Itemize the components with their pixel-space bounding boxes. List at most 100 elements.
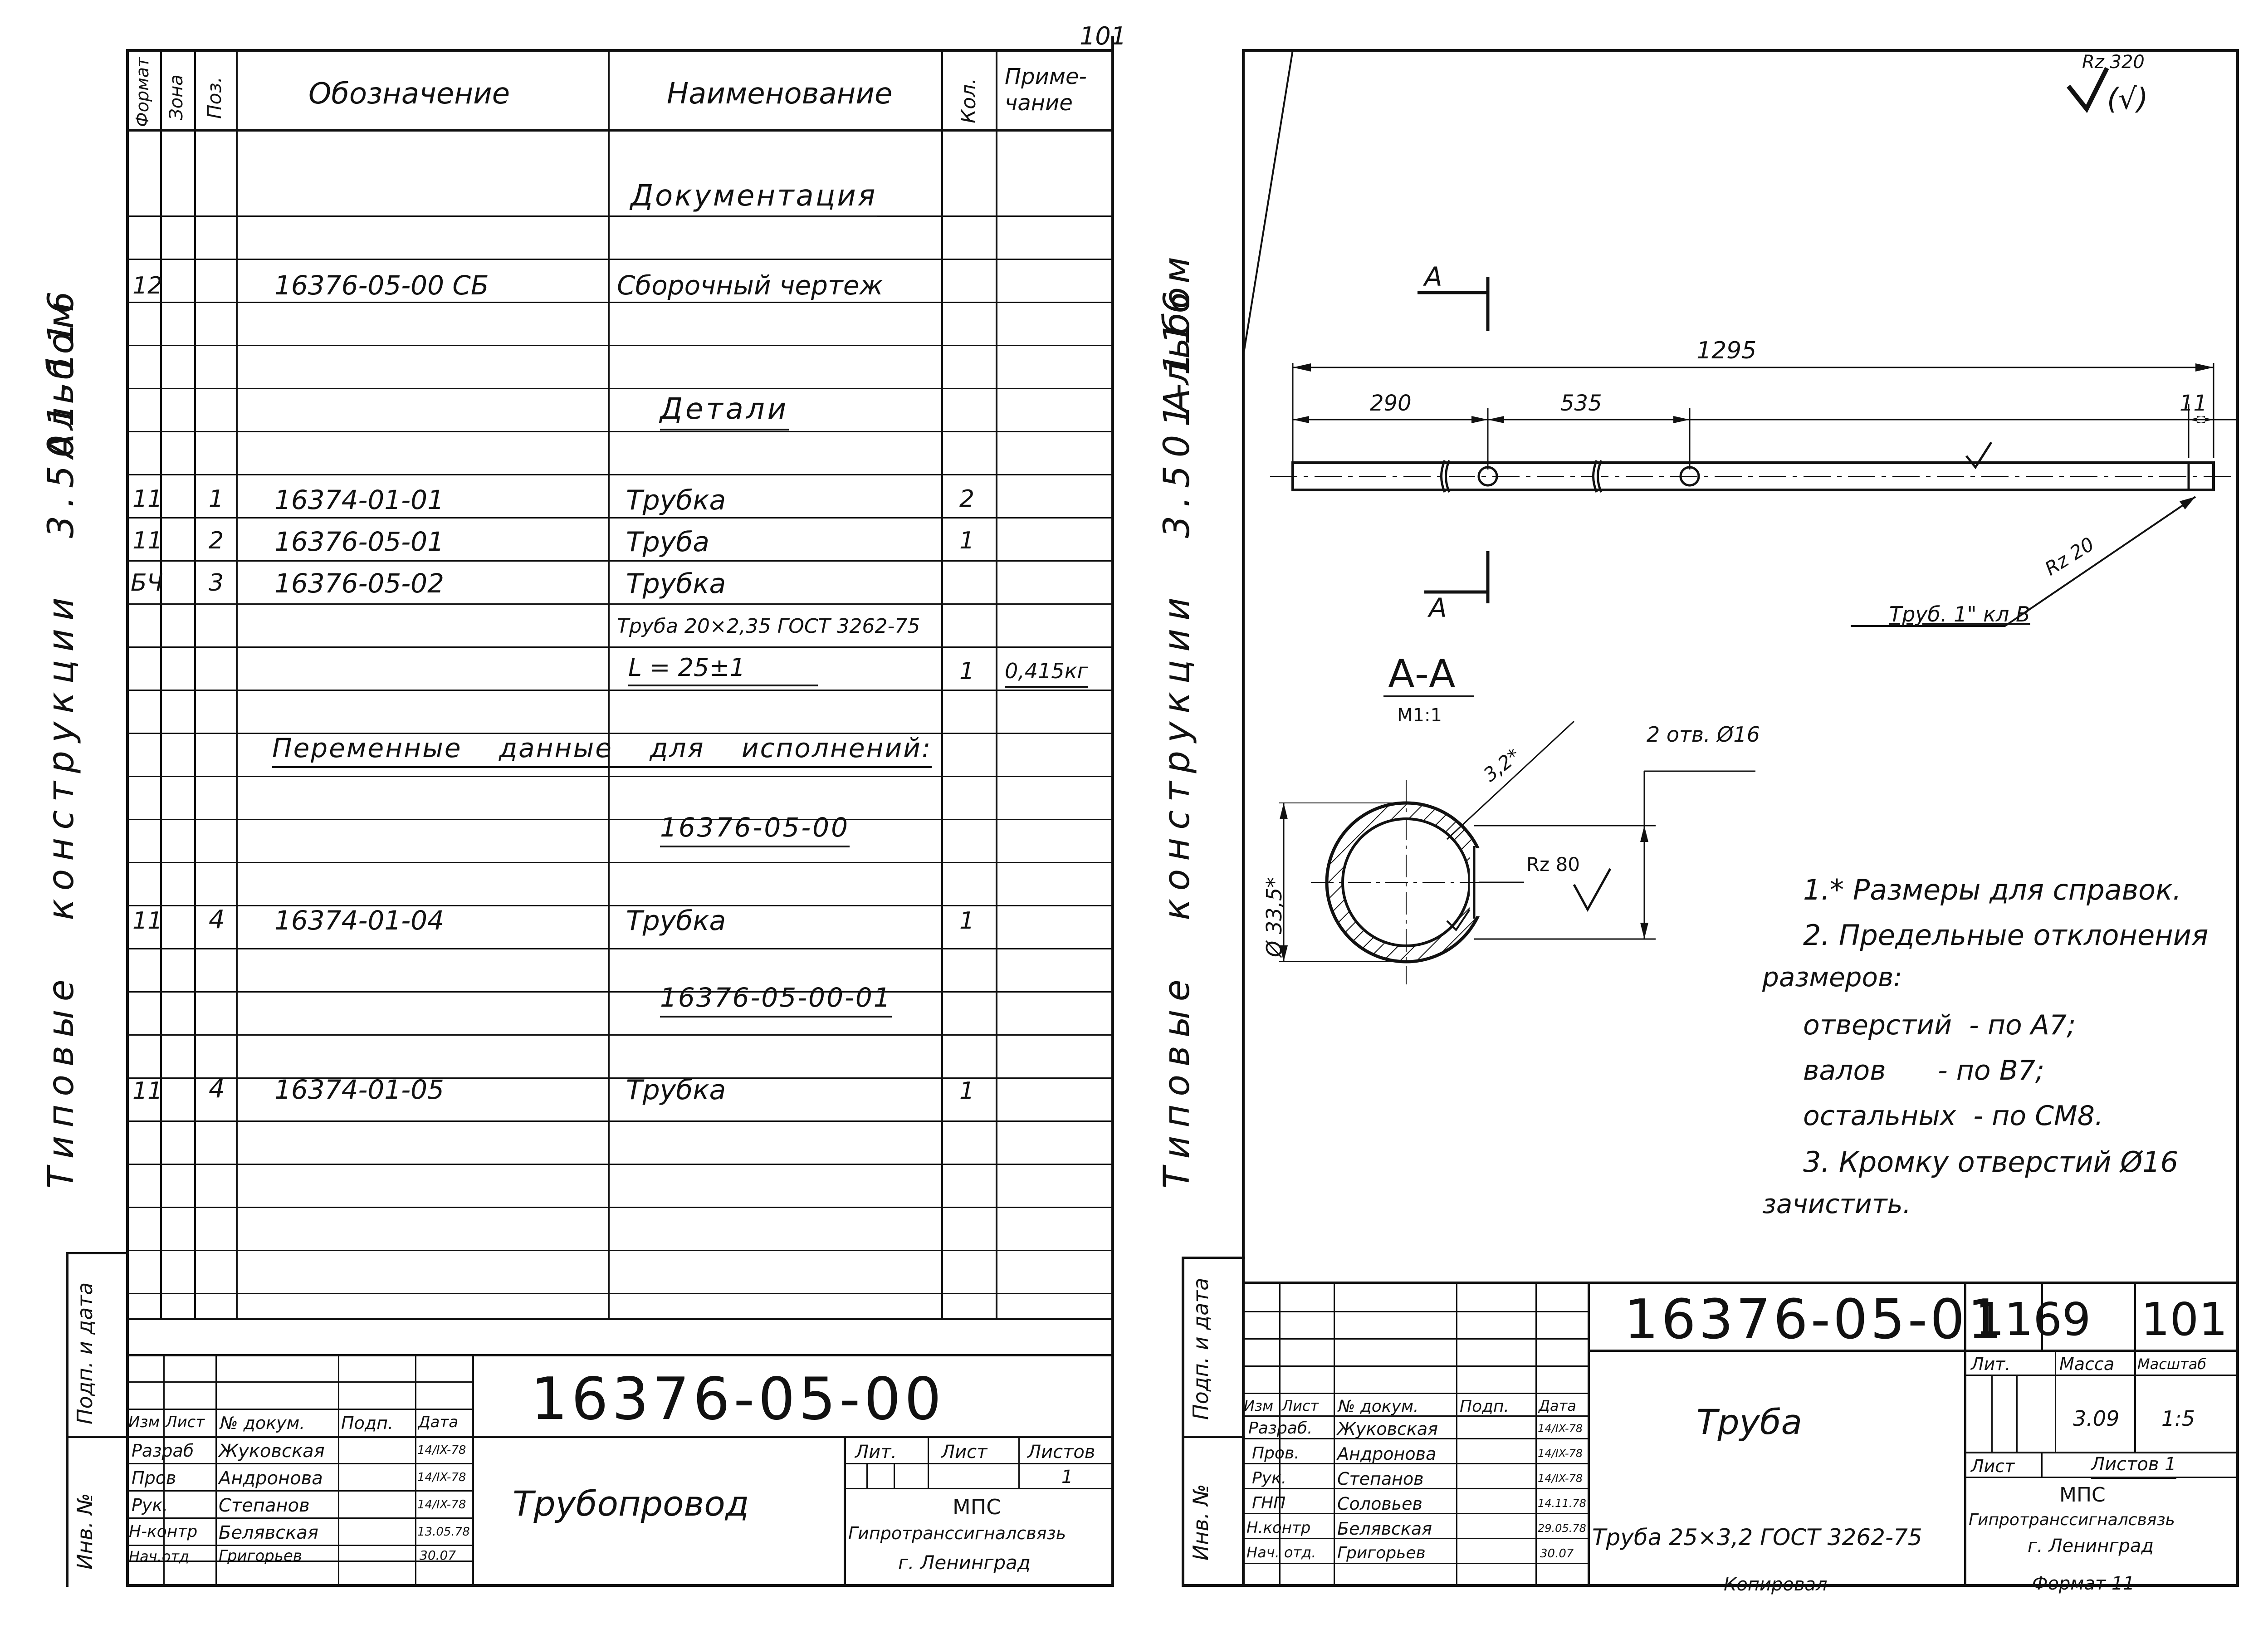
right-col-date: Дата bbox=[1539, 1397, 1576, 1414]
dim-11: 11 bbox=[2180, 391, 2207, 416]
length-qty: 1 bbox=[959, 658, 975, 685]
parts-row-3-pos: 3 bbox=[209, 569, 224, 597]
right-role-5: Н.контр bbox=[1246, 1519, 1311, 1537]
pipe-drawing: Rz 320 (√) А А 1295 290 535 11 bbox=[1243, 50, 2236, 984]
right-role-1: Разраб. bbox=[1248, 1419, 1313, 1438]
right-inv-label: Инв. № bbox=[1188, 1484, 1213, 1561]
left-name-5: Григорьев bbox=[219, 1547, 302, 1565]
right-copied: Копировал bbox=[1724, 1574, 1828, 1595]
top-sheet-number: 101 bbox=[1080, 22, 1127, 50]
variant-1-title: 16376-05-00 bbox=[660, 812, 850, 847]
note-2: 2. Предельные отклонения bbox=[1803, 919, 2209, 952]
left-org: МПС bbox=[953, 1495, 1001, 1519]
section-mark-top: А bbox=[1422, 261, 1442, 292]
header-pos: Поз. bbox=[203, 77, 225, 119]
left-title: Трубопровод bbox=[513, 1483, 749, 1524]
variant-2-format: 11 bbox=[132, 1077, 163, 1105]
left-col-sign: Подп. bbox=[341, 1413, 394, 1433]
right-mass-value: 3.09 bbox=[2073, 1406, 2120, 1431]
left-date-4: 13.05.78 bbox=[417, 1525, 470, 1539]
left-sheets-value: 1 bbox=[1061, 1467, 1073, 1487]
length-line: L = 25±1 bbox=[628, 653, 818, 686]
note-4: отверстий - по А7; bbox=[1803, 1009, 2076, 1041]
left-name-4: Белявская bbox=[219, 1522, 318, 1543]
right-role-6: Нач. отд. bbox=[1246, 1544, 1316, 1561]
header-designation: Обозначение bbox=[308, 77, 510, 111]
right-date-2: 14/IX-78 bbox=[1538, 1447, 1583, 1460]
left-name-3: Степанов bbox=[219, 1495, 310, 1516]
left-col-izm: Изм bbox=[128, 1413, 160, 1431]
section-parts: Детали bbox=[660, 392, 789, 431]
variable-header: Переменные данные для исполнений: bbox=[272, 733, 932, 768]
right-role-4: ГНП bbox=[1252, 1494, 1286, 1512]
note-1: 1.* Размеры для справок. bbox=[1803, 873, 2182, 906]
right-sign-date-label: Подп. и дата bbox=[1188, 1277, 1213, 1420]
right-city: г. Ленинград bbox=[2028, 1536, 2154, 1556]
section-mark-bottom: А bbox=[1427, 592, 1447, 623]
left-sheets: Листов bbox=[1027, 1442, 1095, 1463]
parts-row-1-pos: 1 bbox=[209, 485, 224, 513]
variant-2-pos: 4 bbox=[209, 1074, 225, 1104]
variant-1-designation: 16374-01-04 bbox=[274, 905, 444, 936]
right-role-2: Пров. bbox=[1252, 1444, 1300, 1463]
parts-row-2-designation: 16376-05-01 bbox=[274, 526, 444, 557]
right-col-sign: Подп. bbox=[1460, 1397, 1509, 1416]
right-name-6: Григорьев bbox=[1337, 1544, 1426, 1562]
left-date-2: 14/IX-78 bbox=[417, 1471, 466, 1484]
left-role-4: Н-контр bbox=[129, 1522, 198, 1541]
right-name-1: Жуковская bbox=[1337, 1419, 1438, 1439]
parts-row-1-qty: 2 bbox=[959, 485, 975, 513]
left-city: г. Ленинград bbox=[898, 1551, 1031, 1574]
holes-note: 2 отв. Ø16 bbox=[1647, 722, 1760, 747]
left-date-1: 14/IX-78 bbox=[417, 1443, 466, 1457]
note-6: остальных - по СМ8. bbox=[1803, 1100, 2104, 1132]
left-col-doc: № докум. bbox=[220, 1413, 305, 1433]
right-date-5: 29.05.78 bbox=[1538, 1522, 1586, 1535]
right-col-izm: Изм bbox=[1244, 1397, 1274, 1414]
right-name-2: Андронова bbox=[1337, 1444, 1437, 1464]
dim-290: 290 bbox=[1370, 391, 1412, 416]
right-org2: Гипротранссигналсвязь bbox=[1969, 1511, 2175, 1529]
parts-row-1-designation: 16374-01-01 bbox=[274, 484, 444, 515]
wall-dim: 3,2* bbox=[1479, 744, 1524, 786]
header-qty: Кол. bbox=[957, 78, 980, 123]
left-album-text: Альбом bbox=[41, 298, 82, 458]
right-col-doc: № докум. bbox=[1338, 1397, 1419, 1416]
right-date-3: 14/IX-78 bbox=[1538, 1472, 1583, 1485]
parts-row-3-name: Трубка bbox=[626, 568, 726, 600]
left-name-1: Жуковская bbox=[219, 1441, 325, 1462]
left-role-1: Разраб bbox=[132, 1441, 194, 1461]
left-org2: Гипротранссигналсвязь bbox=[848, 1523, 1066, 1543]
right-scale-value: 1:5 bbox=[2161, 1406, 2195, 1431]
section-scale: М1:1 bbox=[1397, 705, 1442, 726]
left-lit: Лит. bbox=[855, 1442, 897, 1463]
parts-row-2-pos: 2 bbox=[209, 527, 224, 554]
right-scale: Масштаб bbox=[2137, 1355, 2207, 1373]
note-3: размеров: bbox=[1762, 962, 1902, 993]
right-code-1: 1169 bbox=[1975, 1293, 2091, 1346]
header-format: Формат bbox=[132, 57, 152, 127]
right-date-6: 30.07 bbox=[1540, 1547, 1574, 1561]
hole-1 bbox=[1477, 466, 1498, 487]
roughness-general: Rz 320 bbox=[2082, 52, 2145, 73]
parts-row-1-name: Трубка bbox=[626, 484, 726, 516]
pipe-callout: Труб. 1" кл В bbox=[1889, 602, 2030, 626]
left-date-5: 30.07 bbox=[420, 1548, 456, 1563]
right-org: МПС bbox=[2059, 1483, 2106, 1507]
roughness-end: Rz 20 bbox=[2041, 533, 2098, 580]
right-sheets: Листов 1 bbox=[2091, 1454, 2176, 1479]
dim-535: 535 bbox=[1560, 391, 1602, 416]
variant-2-qty: 1 bbox=[959, 1077, 975, 1105]
left-name-2: Андронова bbox=[219, 1468, 323, 1489]
right-date-1: 14/IX-78 bbox=[1538, 1422, 1583, 1435]
right-name-3: Степанов bbox=[1337, 1469, 1424, 1489]
length-note: 0,415кг bbox=[1005, 659, 1088, 688]
right-name-5: Белявская bbox=[1337, 1519, 1432, 1539]
left-col-date: Дата bbox=[418, 1413, 459, 1431]
section-title: А-А bbox=[1388, 651, 1456, 697]
roughness-paren: (√) bbox=[2107, 83, 2148, 116]
right-designation: 16376-05-01 bbox=[1624, 1288, 2005, 1351]
variant-1-name: Трубка bbox=[626, 905, 726, 937]
variant-2-name: Трубка bbox=[626, 1074, 726, 1106]
right-lit: Лит. bbox=[1971, 1354, 2011, 1374]
